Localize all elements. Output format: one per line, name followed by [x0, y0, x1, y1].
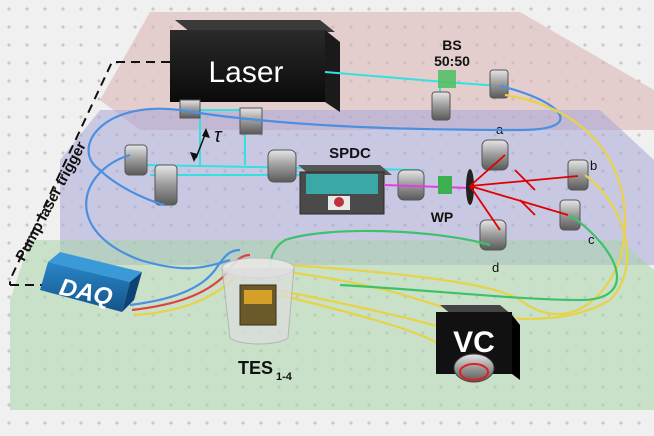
bs-ratio-label: 50:50	[434, 53, 470, 69]
mirror-mounts	[124, 69, 589, 251]
tes-detectors: TES 1-4	[221, 257, 295, 383]
tes-subscript: 1-4	[276, 371, 293, 383]
beam-splitter: BS 50:50	[434, 37, 470, 88]
port-b-label: b	[590, 158, 597, 173]
tau-label: τ	[214, 125, 223, 147]
visible-camera: VC	[436, 305, 520, 383]
pump-beam	[383, 184, 471, 189]
signal-beams	[469, 154, 579, 231]
trigger-line	[9, 61, 185, 285]
spdc-crystal: SPDC	[298, 145, 392, 215]
laser-source: Laser	[170, 20, 340, 112]
daq-unit: DAQ	[40, 252, 142, 312]
laser-label: Laser	[208, 56, 283, 89]
spdc-label: SPDC	[329, 145, 371, 162]
delay-line: τ	[190, 125, 223, 162]
tes-label: TES	[238, 358, 273, 378]
port-c-label: c	[588, 232, 595, 247]
port-d-label: d	[492, 260, 499, 275]
wp-label: WP	[431, 209, 454, 225]
bs-label: BS	[442, 37, 461, 53]
